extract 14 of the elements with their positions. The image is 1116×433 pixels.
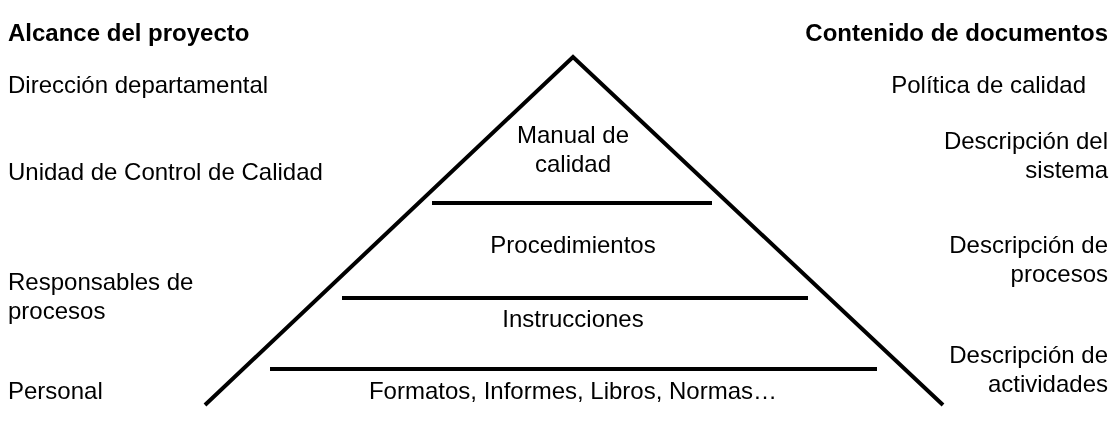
content-label: Política de calidad: [890, 70, 1086, 99]
content-label: Descripción del sistema: [942, 126, 1108, 184]
column-heading: Alcance del proyecto: [8, 18, 251, 47]
pyramid-level-label: Procedimientos: [423, 230, 723, 259]
scope-label: Responsables de procesos: [8, 267, 195, 325]
pyramid-level-label: Manual de calidad: [503, 120, 643, 178]
pyramid-level-label: Instrucciones: [423, 304, 723, 333]
scope-label: Dirección departamental: [8, 70, 270, 99]
content-label: Descripción de actividades: [948, 340, 1108, 398]
content-label: Descripción de procesos: [948, 230, 1108, 288]
scope-label: Unidad de Control de Calidad: [8, 157, 324, 186]
column-heading: Contenido de documentos: [804, 18, 1108, 47]
scope-label: Personal: [8, 376, 104, 405]
pyramid-level-label: Formatos, Informes, Libros, Normas…: [293, 376, 853, 405]
